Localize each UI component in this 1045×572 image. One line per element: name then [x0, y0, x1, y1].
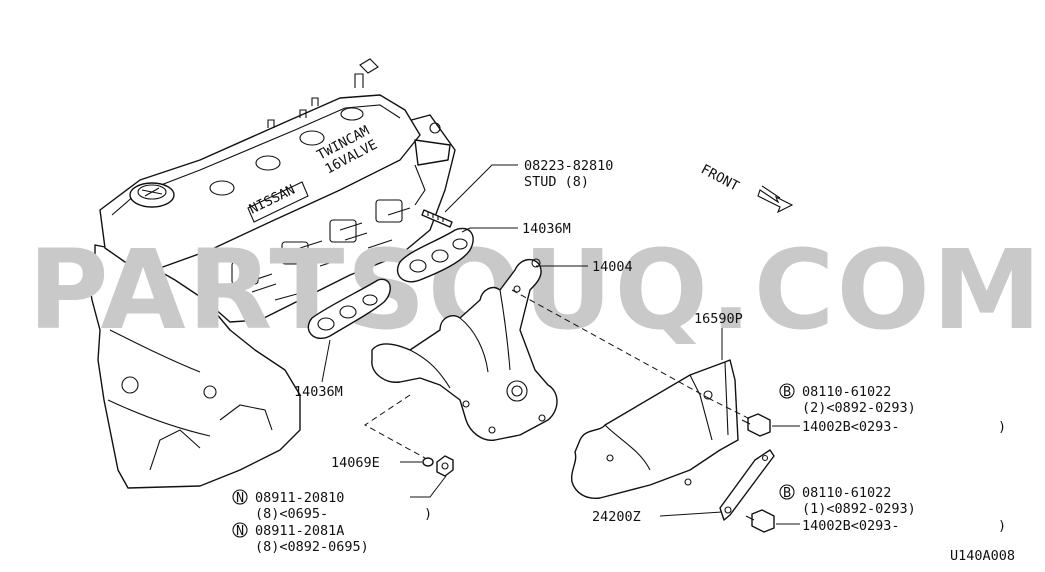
diagram-code: U140A008: [950, 548, 1015, 564]
callout-nut-b: N 08911-2081A (8)<0892-0695): [232, 522, 369, 555]
nut-a-end: ): [424, 506, 432, 522]
exhaust-nut: [436, 455, 454, 477]
bolt-a-alternate-end: ): [998, 419, 1006, 435]
bolt-a-alternate: 14002B<0293-: [802, 419, 900, 435]
oil-filler-cap: [129, 182, 175, 208]
bolt-b-marker-circle: [779, 484, 795, 500]
nut-a-quantity: (8)<0695-: [255, 506, 328, 522]
nut-b-quantity: (8)<0892-0695): [255, 539, 369, 555]
exhaust-manifold: [371, 258, 558, 441]
nut-b-marker: N: [236, 523, 244, 539]
callout-bolt-b: B 08110-61022 (1)<0892-0293) 14002B<0293…: [779, 484, 1006, 534]
gasket-upper-label: 14036M: [522, 221, 571, 237]
leader-lines: [321, 164, 800, 525]
front-label: FRONT: [698, 161, 741, 194]
bracket-label: 24200Z: [592, 509, 641, 525]
gasket-lower: [307, 278, 391, 339]
gasket-small-label: 14069E: [331, 455, 380, 471]
bolt-b-quantity: (1)<0892-0293): [802, 501, 916, 517]
cover-label: 16590P: [694, 311, 743, 327]
bolt-a-marker: B: [783, 384, 791, 400]
nut-a-marker-circle: [232, 489, 248, 505]
alignment-lines: [364, 289, 753, 459]
manifold-label: 14004: [592, 259, 633, 275]
nut-a-part-number: 08911-20810: [255, 490, 344, 506]
callout-nut-a: N 08911-20810 (8)<0695- ): [232, 489, 432, 522]
engine-assembly: NISSAN TWINCAM 16VALVE: [87, 58, 456, 489]
bolt-b-part-number: 08110-61022: [802, 485, 891, 501]
exhaust-stud: [421, 209, 453, 228]
gasket-upper: [396, 227, 474, 283]
bolt-lower: [745, 509, 775, 533]
bolt-a-part-number: 08110-61022: [802, 384, 891, 400]
front-arrow-icon: [757, 185, 794, 214]
bolt-upper: [741, 413, 771, 437]
bolt-a-marker-circle: [779, 383, 795, 399]
washer-14069e: [422, 457, 434, 467]
callout-bolt-a: B 08110-61022 (2)<0892-0293) 14002B<0293…: [779, 383, 1006, 435]
rocker-cover: [99, 94, 421, 269]
heat-shield-cover: [570, 359, 739, 499]
stud-part-number: 08223-82810: [524, 158, 613, 174]
bolt-b-alternate: 14002B<0293-: [802, 518, 900, 534]
bolt-a-quantity: (2)<0892-0293): [802, 400, 916, 416]
nut-b-part-number: 08911-2081A: [255, 523, 344, 539]
head-studs: [247, 207, 411, 301]
callout-stud: 08223-82810 STUD (8): [524, 158, 613, 190]
stud-description: STUD (8): [524, 174, 589, 190]
nut-a-marker: N: [236, 490, 244, 506]
bolt-b-marker: B: [783, 485, 791, 501]
watermark: PARTSOUQ.COM: [28, 226, 1044, 354]
front-direction-indicator: FRONT: [698, 161, 794, 214]
bolt-b-alternate-end: ): [998, 518, 1006, 534]
gasket-lower-label: 14036M: [294, 384, 343, 400]
manifold-bracket: [719, 449, 775, 521]
nut-b-marker-circle: [232, 522, 248, 538]
